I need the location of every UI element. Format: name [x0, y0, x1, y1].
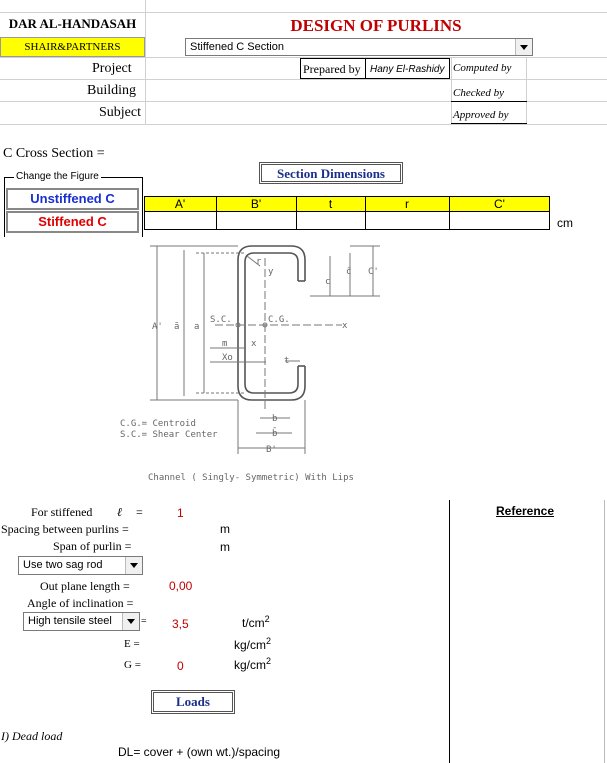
steel-unit: t/cm2 [242, 614, 270, 630]
dimension-table: A' B' t r C' [144, 196, 550, 230]
chevron-down-icon[interactable] [515, 39, 532, 55]
fig-cg-label: C.G. [268, 315, 290, 325]
dimension-unit: cm [557, 216, 573, 230]
col-a-prime: A' [174, 197, 186, 211]
steel-value[interactable]: 3,5 [172, 617, 189, 631]
stiffened-value[interactable]: 1 [177, 506, 184, 520]
fig-c-label: c [325, 277, 330, 287]
partner-name: SHAIR&PARTNERS [0, 37, 145, 57]
unstiffened-c-button[interactable]: Unstiffened C [6, 188, 139, 210]
computed-by: Computed by [453, 62, 512, 74]
dl-formula: DL= cover + (own wt.)/spacing [118, 745, 281, 759]
checked-by: Checked by [453, 87, 504, 99]
reference-divider [449, 500, 450, 763]
fig-x-label: x [342, 321, 348, 331]
fig-c-prime-label: C' [368, 267, 379, 277]
fig-cg-note: C.G.= Centroid [120, 419, 196, 429]
steel-type-value: High tensile steel [28, 615, 112, 627]
subject-label: Subject [99, 105, 141, 120]
stiffened-eq: = [136, 505, 143, 519]
section-dimensions-button[interactable]: Section Dimensions [259, 162, 403, 184]
dead-load-heading: I) Dead load [1, 729, 63, 743]
section-type-select[interactable]: Stiffened C Section [185, 38, 533, 56]
e-label: E = [124, 638, 140, 650]
spacing-label: Spacing between purlins = [1, 522, 129, 536]
spacing-unit: m [220, 522, 230, 536]
stiffened-c-button[interactable]: Stiffened C [6, 211, 139, 233]
fig-caption: Channel ( Singly- Symmetric) With Lips [148, 473, 354, 483]
loads-button[interactable]: Loads [151, 690, 235, 714]
header-grid [0, 0, 607, 125]
chevron-down-icon[interactable] [122, 613, 139, 630]
change-figure-label: Change the Figure [14, 171, 101, 182]
g-unit: kg/cm2 [234, 656, 272, 672]
steel-eq: = [141, 616, 147, 627]
prepared-by-value: Hany El-Rashidy [370, 64, 445, 75]
right-edge-line [604, 500, 605, 763]
fig-b-prime-label: B' [266, 445, 277, 455]
project-label: Project [92, 61, 132, 76]
page-title: DESIGN OF PURLINS [290, 16, 462, 35]
prepared-by-label: Prepared by [303, 62, 361, 76]
fig-sc-note: S.C.= Shear Center [120, 430, 218, 440]
fig-b-bar-label: b̄ [272, 427, 277, 439]
stiffened-symbol: ℓ [117, 505, 122, 519]
fig-t-label: t [284, 356, 289, 366]
fig-b-label: b [272, 414, 277, 424]
fig-r-label: r [256, 257, 262, 267]
col-t: t [328, 197, 333, 211]
fig-y-label: y [268, 267, 274, 277]
fig-sc-label: S.C. [210, 315, 232, 325]
section-type-value: Stiffened C Section [190, 41, 284, 53]
fig-xbar-label: x [251, 339, 257, 349]
out-plane-label: Out plane length = [40, 579, 130, 593]
sag-rod-value: Use two sag rod [23, 559, 103, 571]
e-unit: kg/cm2 [234, 636, 272, 652]
approved-by: Approved by [453, 109, 509, 121]
section-heading: C Cross Section = [3, 146, 105, 161]
fig-a-label: a [194, 322, 199, 332]
g-label: G = [124, 659, 141, 671]
fig-x0-label: Xo [222, 353, 233, 363]
span-label: Span of purlin = [53, 539, 132, 553]
col-b-prime: B' [250, 197, 262, 211]
steel-type-select[interactable]: High tensile steel [23, 612, 140, 631]
fig-m-label: m [222, 339, 227, 349]
col-r: r [405, 197, 409, 211]
sag-rod-select[interactable]: Use two sag rod [18, 556, 143, 575]
stiffened-label: For stiffened [31, 505, 93, 519]
col-c-prime: C' [494, 197, 505, 211]
company-name: DAR AL-HANDASAH [8, 16, 137, 31]
fig-a-prime-label: A' [152, 322, 163, 332]
prepared-by-box [300, 58, 450, 79]
span-unit: m [220, 540, 230, 554]
out-plane-value[interactable]: 0,00 [169, 579, 193, 593]
c-section-figure: r y S.C. C.G. x m x Xo t A' ā a c c̄ C' … [120, 245, 380, 483]
building-label: Building [87, 83, 137, 98]
chevron-down-icon[interactable] [125, 557, 142, 574]
fig-c-bar-label: c̄ [346, 267, 351, 277]
fig-a-bar-label: ā [174, 322, 179, 332]
angle-label: Angle of inclination = [27, 596, 134, 610]
g-value[interactable]: 0 [177, 659, 184, 673]
reference-heading: Reference [496, 504, 555, 518]
